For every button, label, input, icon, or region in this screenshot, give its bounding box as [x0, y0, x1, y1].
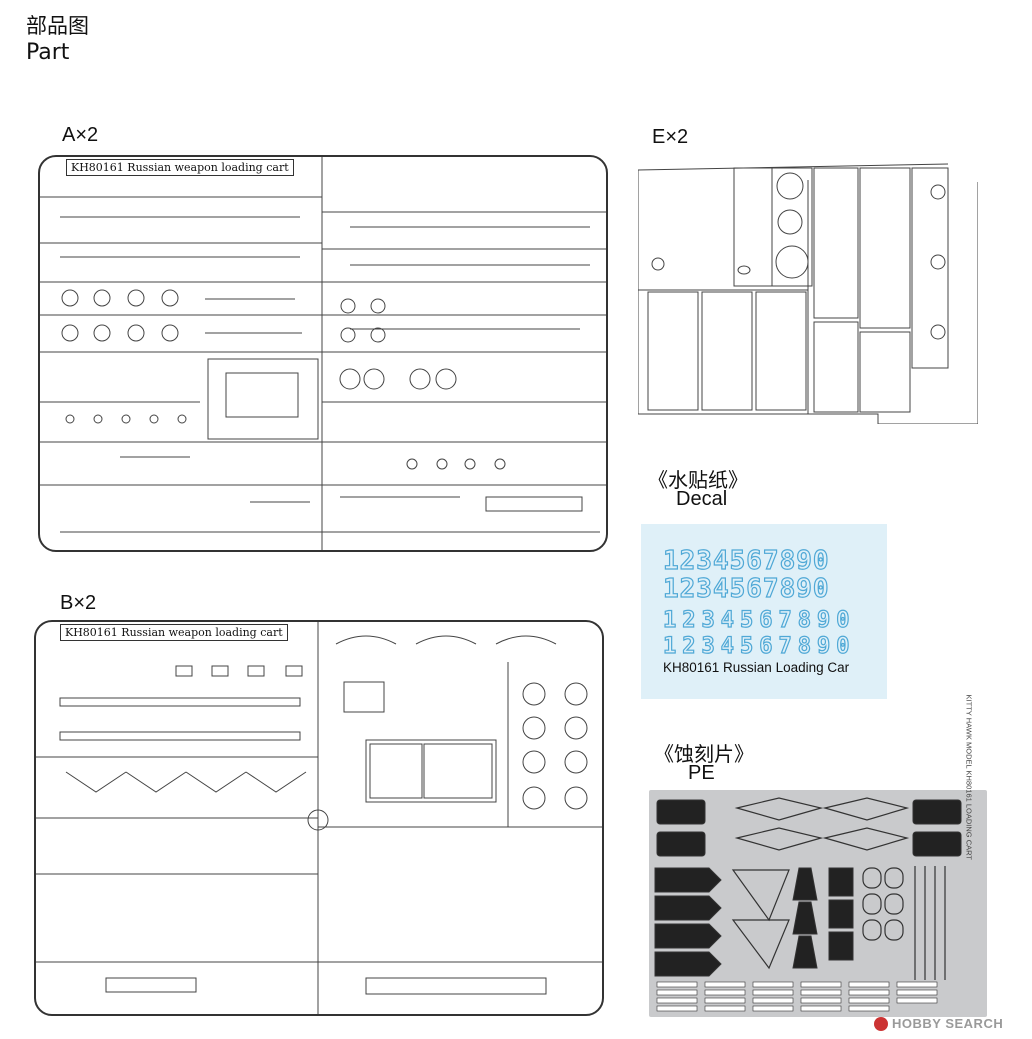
pe-fret: KITTY HAWK MODEL KH80161 LOADING CART — [649, 695, 987, 1017]
sprue-a: KH80161 Russian weapon loading cart — [38, 155, 608, 552]
sprue-e-parts-drawing — [638, 163, 978, 424]
sprue-a-title: KH80161 Russian weapon loading cart — [66, 159, 294, 176]
decal-digits-row-3: 1234567890 — [662, 607, 856, 633]
decal-label-cn: 《水贴纸》 — [648, 468, 748, 492]
decal-digits-row-4: 1234567890 — [662, 633, 856, 659]
decal-sheet: 1234567890 1234567890 1234567890 1234567… — [641, 524, 887, 699]
watermark: HOBBY SEARCH — [892, 1016, 1004, 1031]
sprue-b-parts-drawing — [36, 622, 602, 1014]
sprue-e-label: E×2 — [652, 126, 689, 148]
sprue-b: KH80161 Russian weapon loading cart — [34, 620, 604, 1016]
title-english: Part — [26, 40, 70, 65]
sprue-a-parts-drawing — [40, 157, 606, 550]
sprue-a-label: A×2 — [62, 124, 99, 146]
sprue-b-title: KH80161 Russian weapon loading cart — [60, 624, 288, 641]
hobby-search-logo-icon — [874, 1017, 888, 1031]
pe-label-en: PE — [688, 762, 715, 784]
decal-digits-row-2: 1234567890 — [662, 573, 830, 604]
pe-label-cn: 《蚀刻片》 — [654, 742, 754, 766]
pe-side-text: KITTY HAWK MODEL KH80161 LOADING CART — [964, 694, 973, 860]
decal-label-en: Decal — [676, 488, 728, 510]
decal-digits-row-1: 1234567890 — [662, 545, 830, 576]
decal-caption: KH80161 Russian Loading Car — [663, 660, 850, 675]
pe-parts-drawing — [654, 797, 962, 1012]
sprue-b-label: B×2 — [60, 592, 97, 614]
sprue-e — [638, 152, 978, 424]
title-chinese: 部品图 — [26, 14, 89, 38]
